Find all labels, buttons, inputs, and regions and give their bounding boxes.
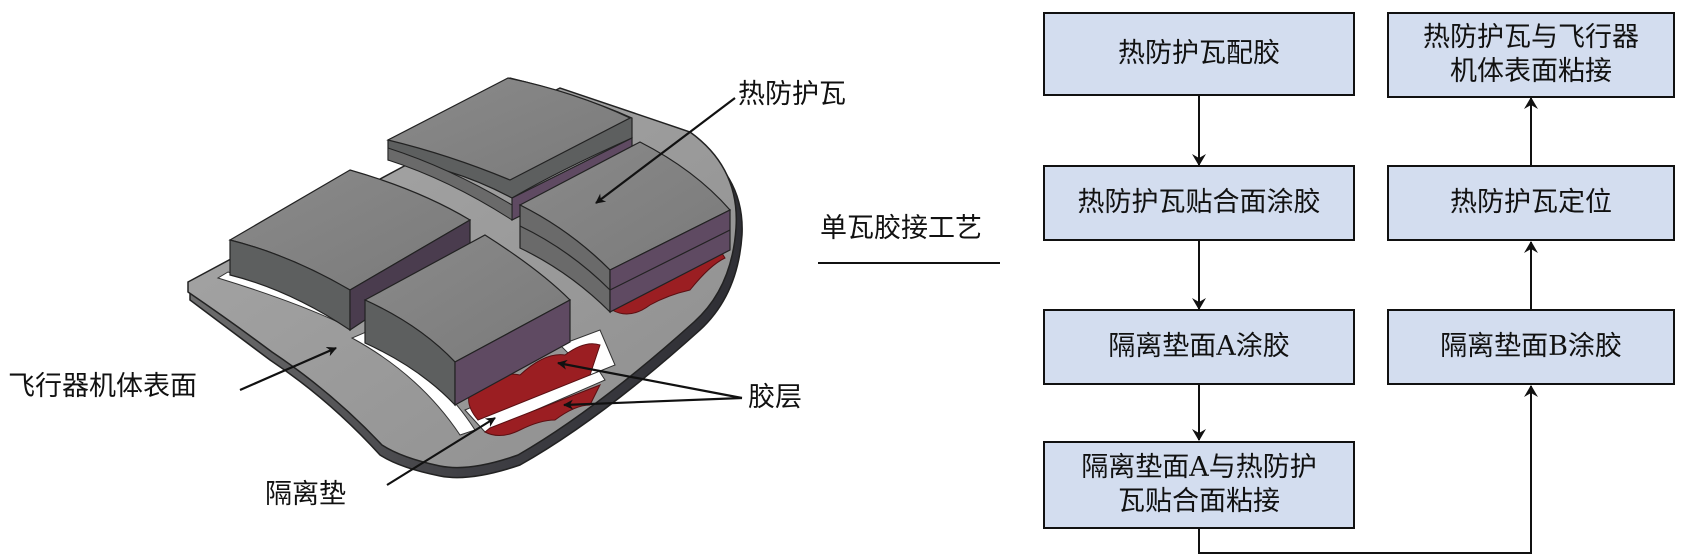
step-box-2: 热防护瓦贴合面涂胶 [1043,165,1355,241]
adhesive-leader-arrow-1 [557,359,743,400]
tile-right [518,141,731,314]
step-text: 隔离垫面B涂胶 [1440,331,1622,362]
step-text: 热防护瓦贴合面涂胶 [1077,187,1321,218]
spacer-leader-arrow [386,417,496,486]
step-text-line2: 瓦贴合面粘接 [1118,486,1280,517]
spacer-label: 隔离垫 [265,479,346,510]
tile-label: 热防护瓦 [738,79,846,110]
step-text: 隔离垫面A涂胶 [1108,331,1290,362]
adhesive-leader-arrow-2 [563,396,743,410]
step-box-4: 隔离垫面A与热防护 瓦贴合面粘接 [1043,441,1355,529]
step-box-1: 热防护瓦配胶 [1043,12,1355,96]
tile-front [363,234,571,407]
surface-leader-arrow [239,346,337,392]
step-text: 热防护瓦配胶 [1118,38,1280,69]
tile-bonding-illustration [187,77,1000,486]
step-box-5: 隔离垫面B涂胶 [1387,309,1675,385]
step-text-line2: 机体表面粘接 [1450,56,1612,87]
step-box-7: 热防护瓦与飞行器 机体表面粘接 [1387,12,1675,98]
tile-leader-arrow [595,97,736,204]
adhesive-layer-label: 胶层 [748,382,802,413]
aircraft-surface-label: 飞行器机体表面 [8,371,197,402]
step-text-line1: 热防护瓦与飞行器 [1423,22,1639,53]
process-label: 单瓦胶接工艺 [820,213,982,244]
step-text: 热防护瓦定位 [1450,187,1612,218]
step-text-line1: 隔离垫面A与热防护 [1081,452,1317,483]
step-box-6: 热防护瓦定位 [1387,165,1675,241]
step-box-3: 隔离垫面A涂胶 [1043,309,1355,385]
